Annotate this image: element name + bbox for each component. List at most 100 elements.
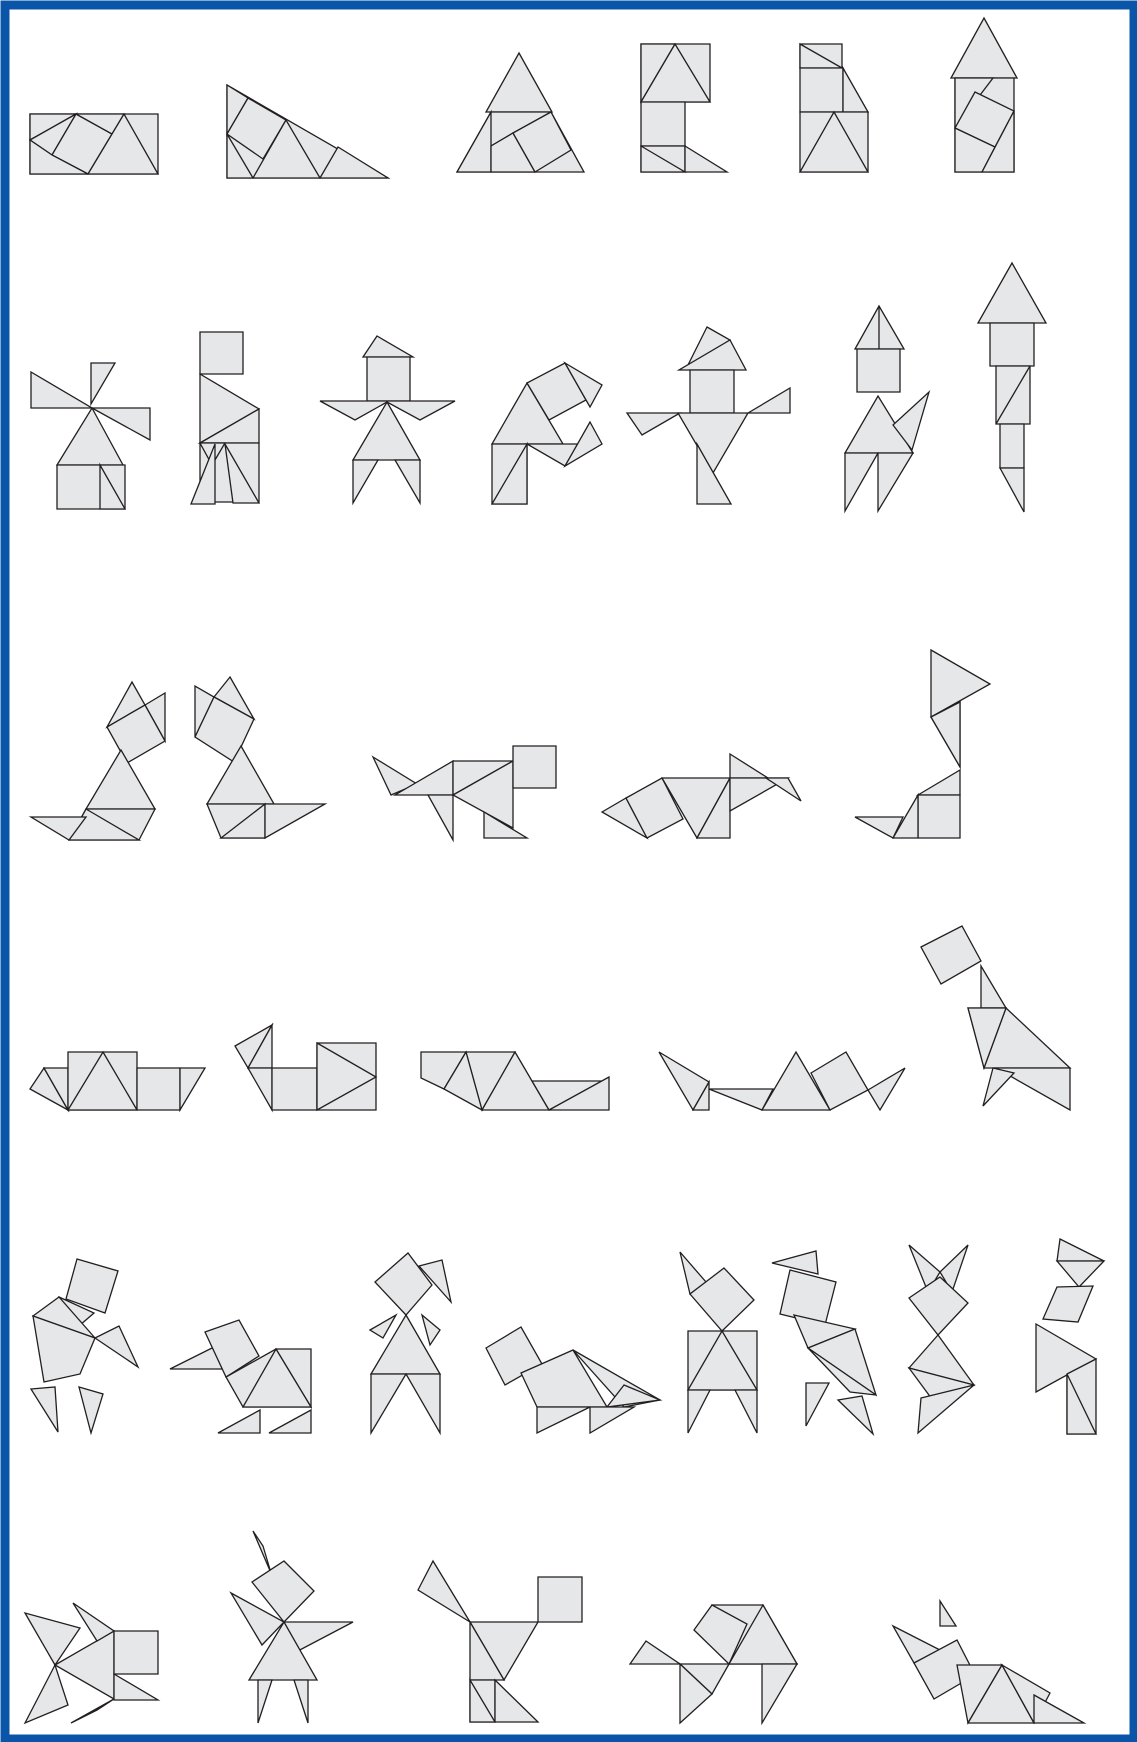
tangram-piece (983, 1068, 1014, 1106)
tangram-piece (486, 53, 552, 112)
figure-owl (680, 1252, 757, 1433)
tangram-piece (363, 336, 413, 357)
tangram-piece (73, 1603, 114, 1641)
tangram-piece (857, 349, 900, 392)
figure-fish (25, 1603, 158, 1723)
tangram-piece (845, 453, 878, 511)
tangram-piece (990, 323, 1034, 366)
tangram-piece (71, 1699, 114, 1723)
tangram-piece (371, 1374, 406, 1433)
tangram-piece (25, 1665, 68, 1723)
tangram-piece (909, 1277, 968, 1335)
tangram-piece (762, 1664, 797, 1723)
tangram-piece (422, 1315, 440, 1345)
tangram-piece (918, 770, 960, 795)
figure-cat-right (195, 677, 325, 838)
tangram-piece (772, 1251, 818, 1274)
page-frame (5, 5, 1134, 1739)
figure-dog (373, 746, 556, 840)
figure-seal (486, 1327, 660, 1433)
tangram-piece (218, 1410, 260, 1433)
figure-sled (421, 1052, 609, 1110)
tangram-piece (1000, 424, 1024, 468)
figure-cat-left (31, 682, 165, 840)
figure-shape-rocket (978, 263, 1046, 512)
figure-big-triangle (457, 53, 584, 172)
tangram-piece (79, 1387, 103, 1433)
tangram-piece (513, 746, 556, 788)
tangram-piece (1000, 468, 1024, 512)
tangram-piece (951, 18, 1017, 78)
tangram-piece (918, 795, 960, 838)
figure-swan (855, 650, 990, 838)
tangram-piece (538, 1577, 582, 1622)
tangram-piece (921, 926, 981, 984)
tangram-piece (31, 372, 92, 408)
tangram-piece (868, 1068, 905, 1110)
tangram-piece (627, 413, 680, 435)
tangram-piece (428, 795, 453, 840)
figure-fox-sitting (893, 1601, 1084, 1723)
figure-shape-walker (845, 306, 929, 511)
tangram-piece (748, 388, 790, 413)
tangram-piece (253, 1531, 271, 1573)
tangram-piece (180, 1068, 205, 1110)
figure-windmill (31, 363, 150, 509)
figure-shape-letter-c (641, 44, 727, 172)
figure-bunny (909, 1245, 974, 1433)
figure-shape-dancer (627, 327, 790, 504)
figure-fox (602, 754, 801, 838)
figure-shape-bent-figure (492, 363, 602, 504)
tangram-piece (766, 778, 801, 801)
tangram-piece (843, 68, 868, 112)
figure-jumping-person (772, 1251, 876, 1434)
tangram-piece (457, 112, 491, 172)
figure-duck-block (235, 1025, 376, 1110)
tangram-piece (940, 1601, 956, 1626)
tangram-piece (1043, 1286, 1093, 1322)
figure-shape-profile (191, 332, 259, 504)
tangram-piece (207, 746, 274, 804)
tangram-piece (265, 804, 325, 838)
tangram-piece (878, 453, 913, 511)
tangram-piece (370, 1315, 396, 1338)
figure-rectangle (30, 114, 158, 174)
figure-camel (630, 1605, 797, 1723)
tangram-piece (688, 1390, 710, 1433)
tangram-piece (685, 146, 727, 172)
tangram-piece (630, 1641, 680, 1664)
tangram-piece (838, 1396, 873, 1434)
tangram-piece (690, 370, 734, 413)
tangram-piece (800, 68, 843, 112)
tangram-piece (258, 1680, 272, 1723)
figure-goose (170, 1320, 311, 1433)
tangram-piece (537, 1407, 590, 1433)
tangram-piece (269, 1410, 311, 1433)
tangram-piece (137, 1068, 180, 1110)
tangram-piece (86, 750, 155, 809)
tangram-piece (735, 1390, 757, 1433)
figure-boat (30, 1052, 205, 1110)
figure-person-hat-legs (370, 1253, 451, 1433)
figure-bird-standing (921, 926, 1070, 1110)
tangram-piece (367, 357, 410, 401)
tangram-piece (981, 966, 1006, 1008)
tangram-piece (1034, 1695, 1084, 1723)
tangram-piece (272, 1068, 317, 1110)
figure-parrot (1036, 1239, 1104, 1434)
tangram-piece (678, 413, 748, 473)
tangram-piece (641, 102, 685, 146)
figure-shape-person-hat (320, 336, 455, 503)
tangram-piece (395, 460, 420, 503)
tangram-piece (248, 1068, 272, 1110)
tangram-piece (114, 1674, 158, 1700)
tangram-piece (1057, 1261, 1104, 1287)
figure-ship (659, 1052, 905, 1110)
figure-runner (31, 1259, 138, 1433)
tangram-piece (590, 1407, 634, 1433)
figure-shape-tall-block (800, 44, 868, 172)
figure-rabbit (231, 1531, 353, 1723)
tangram-piece (406, 1374, 440, 1433)
tangram-piece (780, 1270, 836, 1325)
